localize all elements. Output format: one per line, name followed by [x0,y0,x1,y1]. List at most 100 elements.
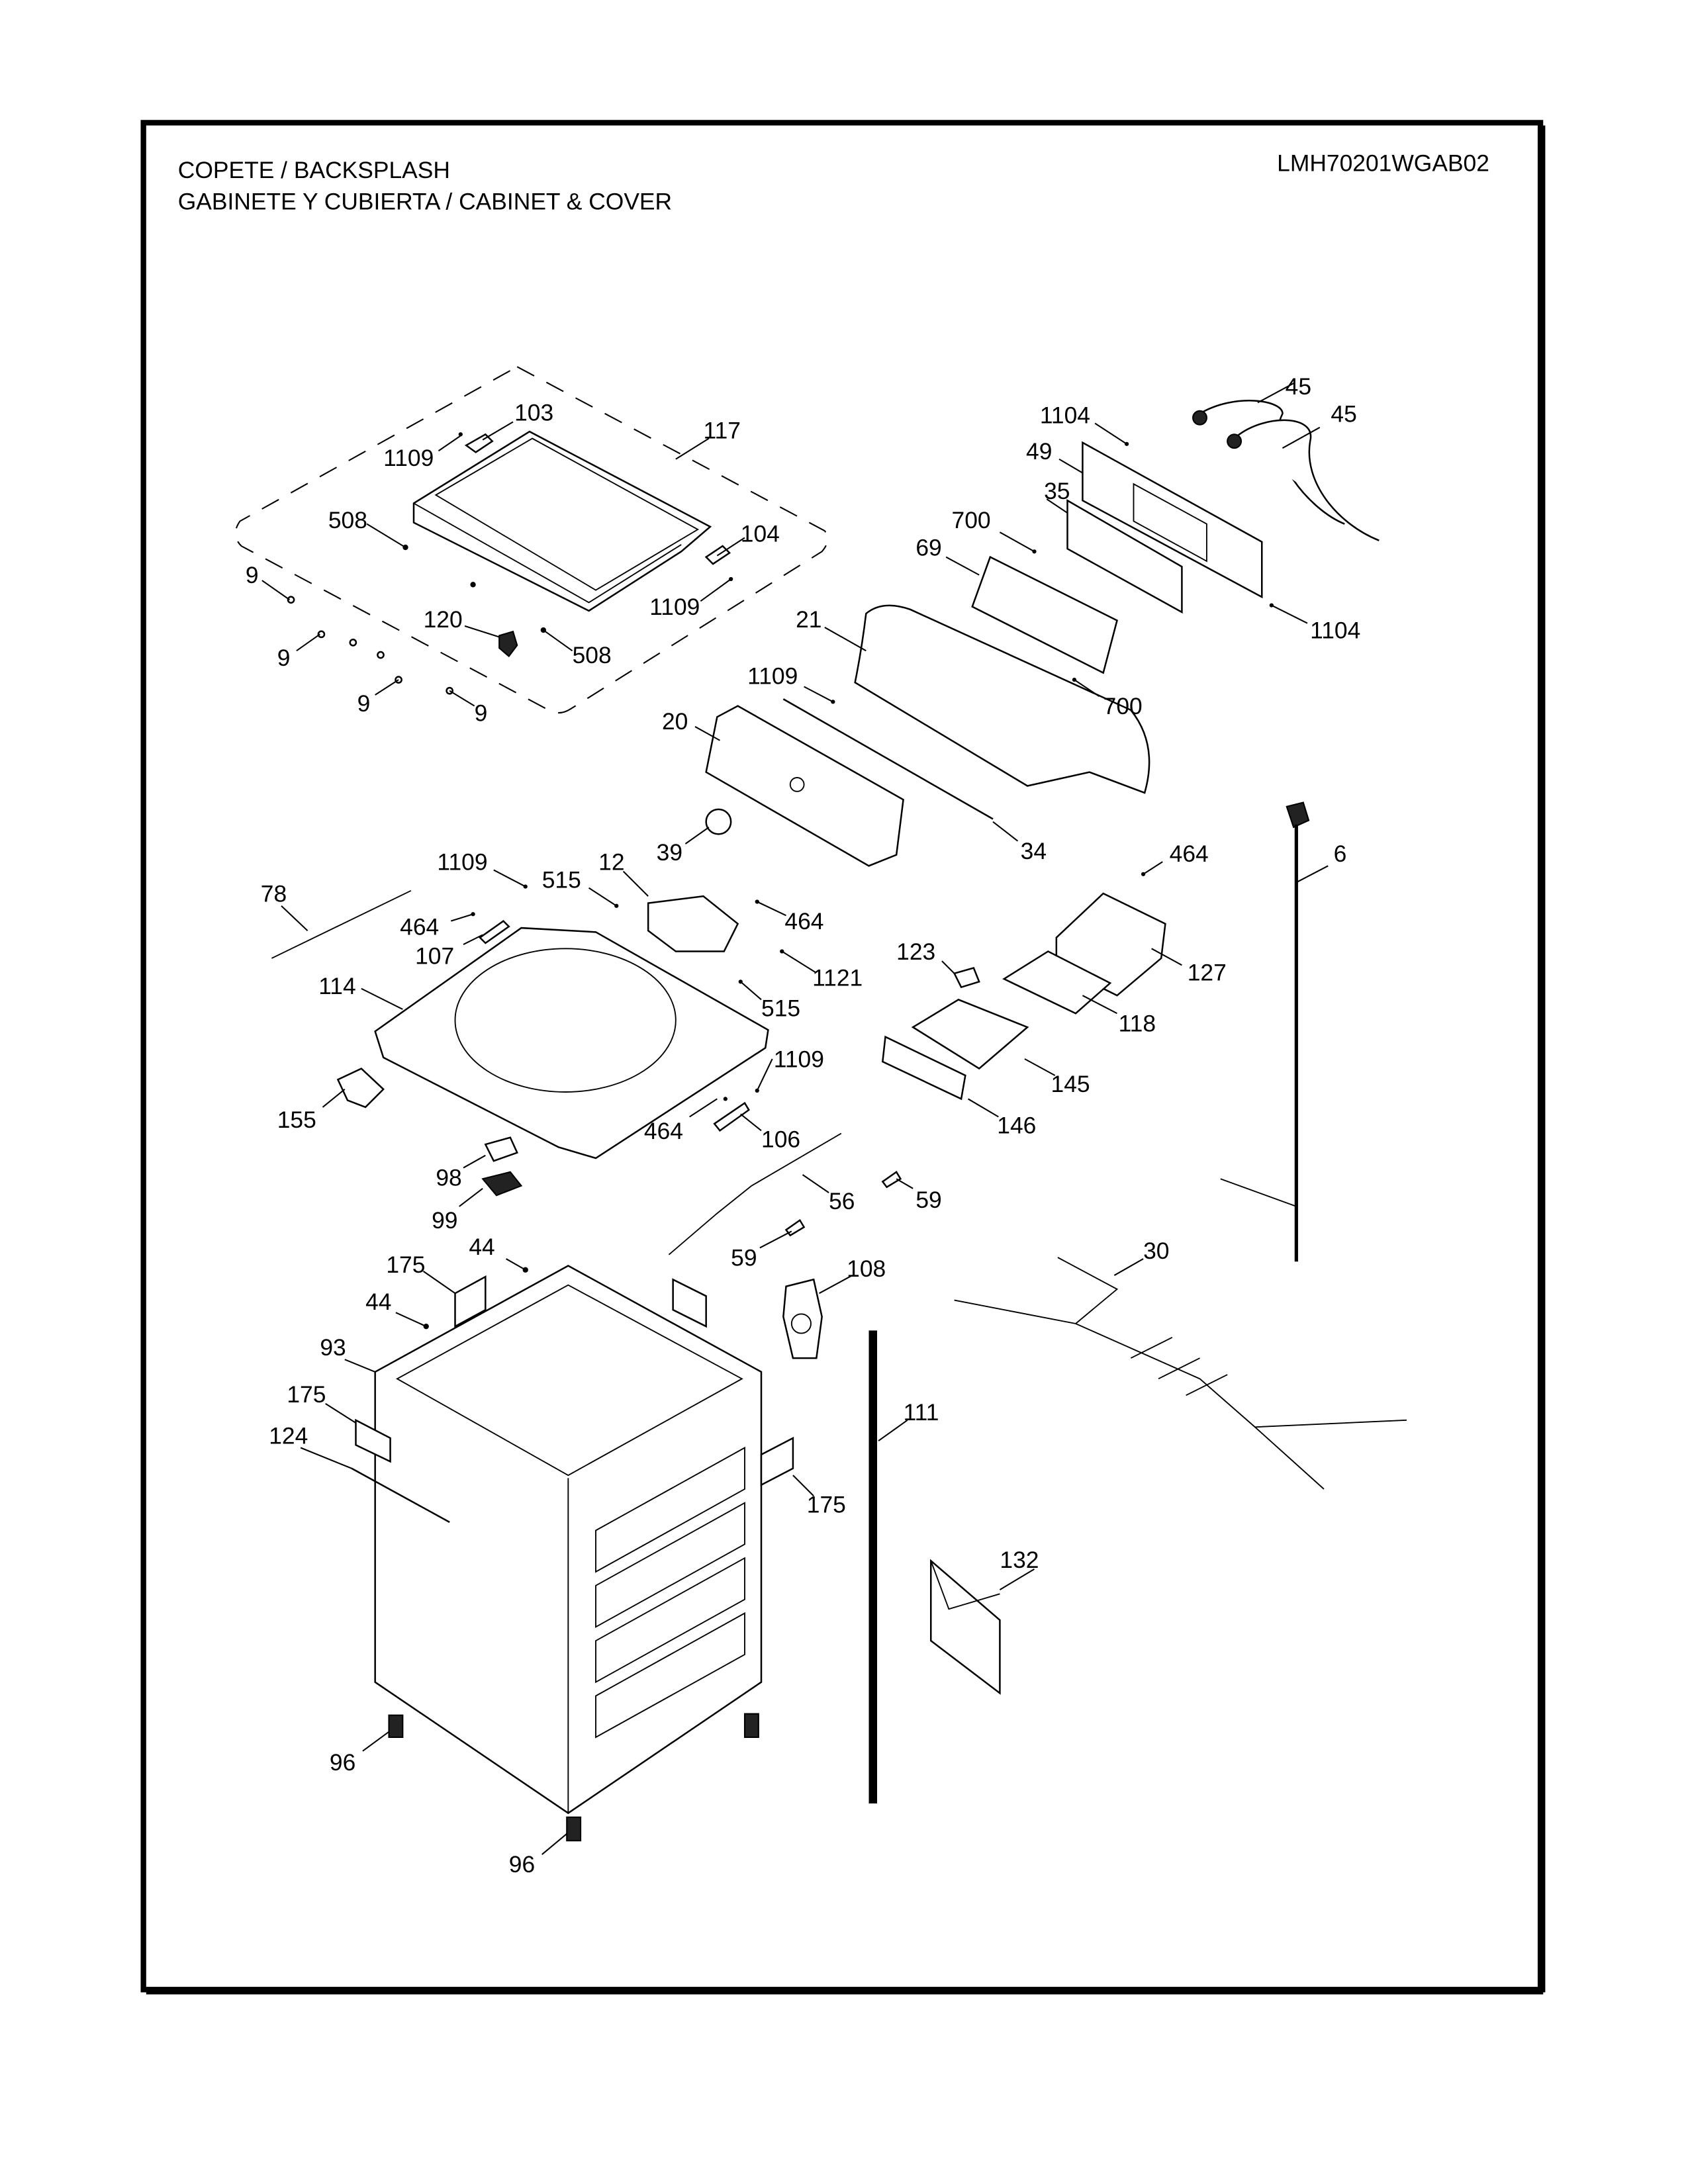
callout-464: 464 [644,1118,683,1144]
knob-39 [705,808,732,835]
top-cover-114 [374,927,769,1160]
callout-1104: 1104 [1310,617,1360,644]
callout-20: 20 [662,708,688,735]
water-valve-12 [647,895,739,952]
callout-78: 78 [261,881,287,907]
callout-117: 117 [704,418,741,444]
callout-175: 175 [807,1491,846,1518]
cabinet-93-rib4 [595,1612,745,1739]
callout-34: 34 [1021,838,1047,864]
callout-1109: 1109 [747,662,798,689]
callout-175: 175 [287,1381,326,1408]
callout-118: 118 [1119,1010,1156,1036]
leader-lines [261,383,1329,1855]
callout-106: 106 [761,1126,800,1152]
cap-123 [953,966,980,989]
callout-labels: 103 117 1109 508 104 9 1109 120 508 9 9 … [246,373,1360,1878]
cabinet-93-rib3 [595,1557,745,1684]
leveling-foot-96b [743,1713,759,1739]
callout-1104: 1104 [1040,402,1090,429]
callout-96: 96 [330,1749,355,1776]
callout-123: 123 [896,938,935,965]
callout-9: 9 [475,700,488,727]
callout-104: 104 [741,521,780,547]
callout-30: 30 [1143,1238,1169,1264]
rear-cover-49 [1082,441,1263,599]
callout-1121: 1121 [812,965,863,991]
hose-45b-coupling [1227,433,1243,449]
label-175a [454,1275,487,1328]
callout-1109: 1109 [774,1046,824,1072]
callout-700: 700 [952,507,991,533]
callout-175: 175 [386,1251,425,1278]
hose-45a-coupling [1192,410,1207,426]
cabinet-93-rib1 [595,1446,745,1573]
screw-1109a [458,432,463,437]
model-number: LMH70201WGAB02 [1277,150,1489,176]
callout-6: 6 [1334,841,1347,867]
power-plug-6 [1286,801,1310,829]
wire-harness-78 [271,889,412,959]
lid-front-edge [413,502,682,604]
callout-114: 114 [318,973,355,999]
callout-12: 12 [598,849,624,876]
callout-145: 145 [1051,1071,1090,1097]
cabinet-group [351,1265,794,1842]
callout-515: 515 [542,867,581,893]
label-175b [672,1278,707,1328]
callout-99: 99 [432,1207,457,1234]
switch-107 [479,920,510,944]
main-pcb-69 [971,555,1118,674]
page-frame [140,120,1544,1993]
lid-kit-dashed-outline [234,365,829,714]
mid-parts-group [668,1132,902,1359]
callout-59: 59 [915,1187,941,1213]
callout-464: 464 [1170,841,1209,867]
foot-9f [445,686,453,695]
title-cabinet-cover: GABINETE Y CUBIERTA / CABINET & COVER [178,189,672,215]
cabinet-93-rib2 [595,1502,745,1628]
wire-harness-30-branch2 [1254,1426,1325,1490]
leveling-foot-96c [566,1816,582,1842]
backsplash-group [705,400,1380,867]
leveling-foot-96a [388,1714,404,1739]
label-175d [760,1436,794,1486]
hose-bag-group [868,1330,1001,1803]
callout-44: 44 [365,1289,391,1315]
callout-45: 45 [1331,401,1356,428]
dispenser-drawer-145 [911,999,1029,1070]
switch-106 [713,1101,750,1132]
bumper-508c [470,582,476,588]
lid-assembly-group [234,365,829,714]
label-175c [355,1418,391,1463]
callout-107: 107 [415,942,454,969]
panel-20-knob-hole [789,777,805,792]
clip-59a [881,1171,902,1189]
callout-39: 39 [657,839,682,866]
callout-103: 103 [514,399,553,426]
label-35 [1066,499,1183,614]
callout-69: 69 [915,535,941,561]
foot-9a [287,596,295,604]
strip-124 [351,1467,450,1524]
foot-9c [349,638,357,647]
dispenser-tray-118 [1002,950,1112,1015]
lid-part [412,430,712,612]
literature-bag-132 [930,1559,1001,1695]
callout-120: 120 [424,606,463,633]
trim-strip-34 [782,698,994,820]
callout-49: 49 [1026,438,1052,465]
title-backsplash: COPETE / BACKSPLASH [178,157,450,183]
callout-108: 108 [847,1255,886,1282]
top-cover-group [271,884,784,1197]
rear-cover-49-inset [1133,482,1207,563]
top-cover-opening [454,948,677,1093]
callout-124: 124 [269,1422,308,1449]
wire-harness-30-main [954,1299,1407,1428]
callout-93: 93 [320,1334,346,1361]
callout-127: 127 [1188,959,1227,985]
callout-111: 111 [904,1399,939,1426]
literature-bag-132-flap [930,1561,1000,1610]
callout-508: 508 [573,642,612,668]
